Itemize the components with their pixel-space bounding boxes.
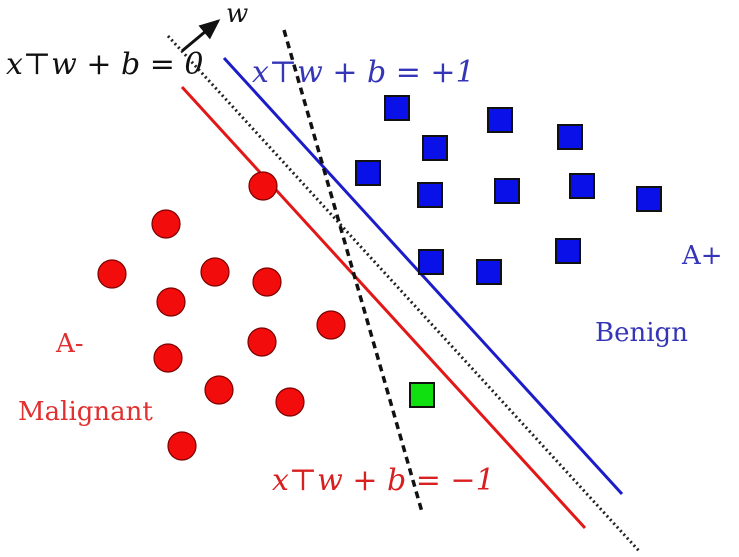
malignant-point-1 [248, 171, 278, 201]
query-point-green-square [409, 382, 435, 408]
malignant-point-6 [156, 287, 186, 317]
benign-points [355, 95, 662, 285]
negative-margin-equation: x⊤w + b = −1 [272, 463, 495, 498]
malignant-point-9 [153, 343, 183, 373]
benign-point-10 [418, 249, 444, 275]
decision-boundary-line [166, 34, 642, 554]
positive-margin-line [222, 56, 624, 496]
benign-point-12 [555, 238, 581, 264]
negative-class-tag: A- [55, 329, 84, 359]
malignant-point-8 [247, 327, 277, 357]
positive-class-tag: A+ [681, 241, 723, 271]
negative-margin-line [180, 85, 587, 530]
benign-point-3 [557, 124, 583, 150]
benign-point-9 [636, 186, 662, 212]
malignant-point-5 [252, 267, 282, 297]
positive-margin-equation: x⊤w + b = +1 [252, 55, 475, 90]
malignant-point-12 [167, 431, 197, 461]
benign-point-11 [476, 259, 502, 285]
benign-point-8 [569, 173, 595, 199]
malignant-point-10 [204, 375, 234, 405]
benign-point-6 [417, 182, 443, 208]
benign-point-2 [487, 107, 513, 133]
negative-class-name: Malignant [18, 397, 153, 427]
malignant-points [97, 171, 346, 461]
weight-vector-label: w [226, 0, 248, 29]
malignant-point-4 [200, 257, 230, 287]
benign-point-7 [494, 178, 520, 204]
malignant-point-7 [316, 310, 346, 340]
malignant-point-3 [97, 259, 127, 289]
benign-point-5 [355, 160, 381, 186]
weight-vector-arrow [181, 19, 221, 53]
benign-point-1 [384, 95, 410, 121]
positive-class-name: Benign [595, 318, 688, 348]
malignant-point-11 [275, 387, 305, 417]
decision-boundary-equation: x⊤w + b = 0 [6, 47, 204, 82]
benign-point-4 [422, 135, 448, 161]
malignant-point-2 [151, 209, 181, 239]
